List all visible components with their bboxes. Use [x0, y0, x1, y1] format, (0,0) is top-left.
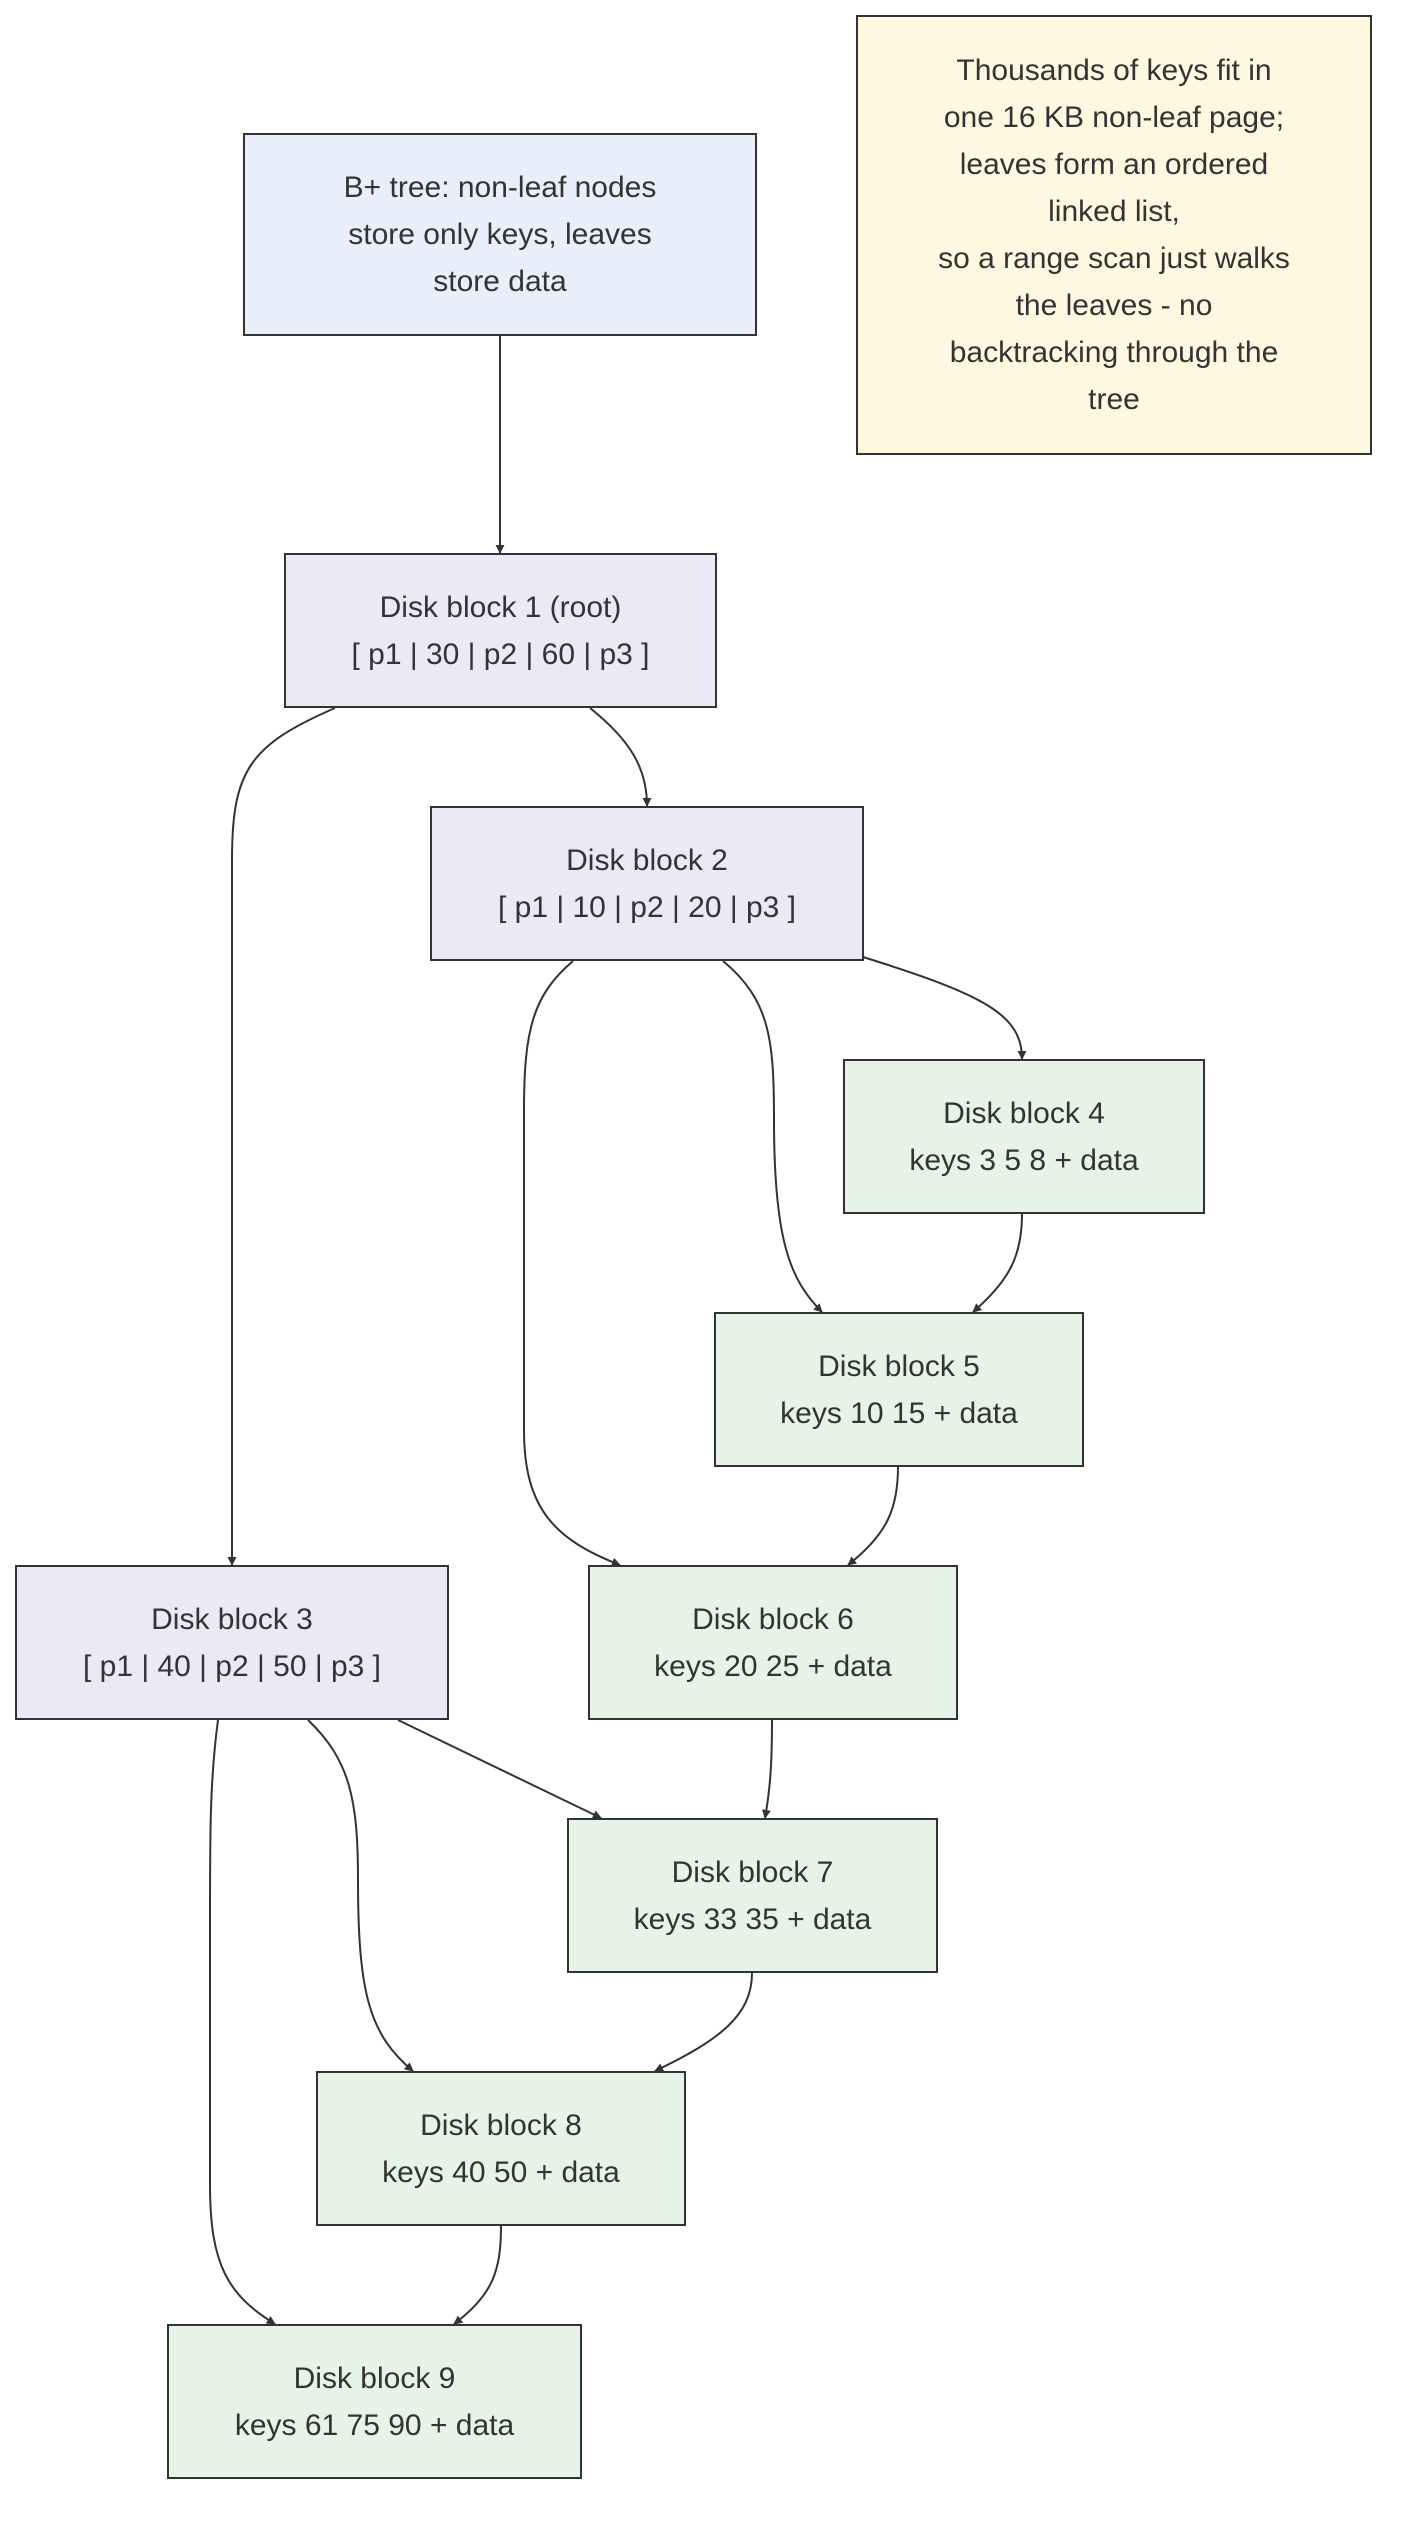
node-label: Disk block 7	[671, 1855, 834, 1889]
disk-block-5-node: Disk block 5 keys 10 15 + data	[714, 1312, 1084, 1467]
note-text: Thousands of keys fit in one 16 KB non-l…	[938, 54, 1290, 416]
edge-b7-to-b8	[654, 1972, 753, 2072]
node-label: Disk block 6	[692, 1602, 854, 1636]
node-label: Disk block 4	[943, 1096, 1105, 1130]
edge-b2-to-b4	[862, 956, 1027, 1060]
disk-block-7-node: Disk block 7 keys 33 35 + data	[567, 1818, 938, 1973]
node-label: Disk block 5	[818, 1349, 980, 1383]
disk-block-1-node: Disk block 1 (root) [ p1 | 30 | p2 | 60 …	[284, 553, 717, 708]
edge-b3-to-b8	[307, 1719, 414, 2072]
node-label: Disk block 9	[293, 2361, 456, 2395]
disk-block-9-node: Disk block 9 keys 61 75 90 + data	[167, 2324, 582, 2479]
node-label: Disk block 3	[151, 1602, 313, 1636]
edge-b3-to-b7	[397, 1719, 602, 1819]
disk-block-6-node: Disk block 6 keys 20 25 + data	[588, 1565, 958, 1720]
disk-block-3-node: Disk block 3 [ p1 | 40 | p2 | 50 | p3 ]	[15, 1565, 449, 1720]
edge-b2-to-b5	[722, 960, 823, 1313]
node-keys: keys 20 25 + data	[654, 1649, 892, 1683]
edge-b5-to-b6	[847, 1466, 899, 1566]
node-keys: keys 3 5 8 + data	[909, 1143, 1139, 1177]
edge-b1-to-b2	[589, 707, 652, 807]
edge-b4-to-b5	[972, 1213, 1023, 1313]
title-text: B+ tree: non-leaf nodes store only keys,…	[343, 171, 657, 298]
edge-b8-to-b9	[453, 2225, 502, 2325]
node-label: Disk block 8	[420, 2108, 582, 2142]
node-keys: [ p1 | 40 | p2 | 50 | p3 ]	[82, 1649, 382, 1683]
node-keys: keys 33 35 + data	[633, 1902, 872, 1936]
note-node: Thousands of keys fit in one 16 KB non-l…	[856, 15, 1372, 455]
edge-b3-to-b9	[209, 1719, 276, 2325]
disk-block-2-node: Disk block 2 [ p1 | 10 | p2 | 20 | p3 ]	[430, 806, 864, 961]
node-label: Disk block 2	[566, 843, 728, 877]
edge-b1-to-b3	[227, 707, 336, 1566]
node-keys: [ p1 | 10 | p2 | 20 | p3 ]	[497, 890, 797, 924]
disk-block-8-node: Disk block 8 keys 40 50 + data	[316, 2071, 686, 2226]
node-label: Disk block 1 (root)	[379, 590, 622, 624]
disk-block-4-node: Disk block 4 keys 3 5 8 + data	[843, 1059, 1205, 1214]
node-keys: keys 61 75 90 + data	[234, 2408, 515, 2442]
edge-b6-to-b7	[761, 1719, 773, 1819]
title-node: B+ tree: non-leaf nodes store only keys,…	[243, 133, 757, 336]
node-keys: keys 40 50 + data	[382, 2155, 620, 2189]
node-keys: keys 10 15 + data	[780, 1396, 1018, 1430]
node-keys: [ p1 | 30 | p2 | 60 | p3 ]	[351, 637, 650, 671]
edge-b2-to-b6	[523, 960, 621, 1567]
